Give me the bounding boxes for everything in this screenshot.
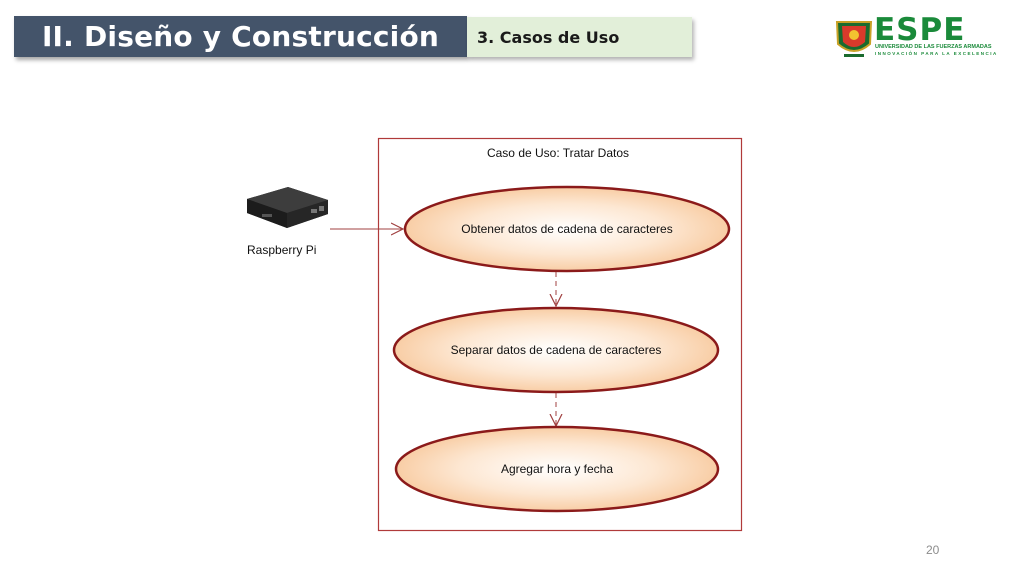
slide-title: II. Diseño y Construcción [41,20,440,53]
actor-label: Raspberry Pi [247,243,316,257]
raspberry-pi-device-icon [247,187,328,228]
espe-brand-text: ESPE [874,12,966,48]
slide-title-bar: II. Diseño y Construcción [14,16,467,57]
use-case-label: Obtener datos de cadena de caracteres [461,222,672,236]
use-case-ellipse [392,306,720,394]
espe-logo [835,21,873,57]
section-label: 3. Casos de Uso [477,27,620,47]
use-case-ellipse [403,185,731,273]
system-title: Caso de Uso: Tratar Datos [487,146,629,160]
university-motto: INNOVACIÓN PARA LA EXCELENCIA [875,51,998,56]
use-case-ellipse [394,425,720,513]
page-number: 20 [926,543,940,557]
use-case-label: Agregar hora y fecha [501,462,613,476]
university-name: UNIVERSIDAD DE LAS FUERZAS ARMADAS [875,44,992,50]
use-case-label: Separar datos de cadena de caracteres [451,343,662,357]
crest-icon [835,21,873,57]
section-label-bar: 3. Casos de Uso [467,17,692,57]
